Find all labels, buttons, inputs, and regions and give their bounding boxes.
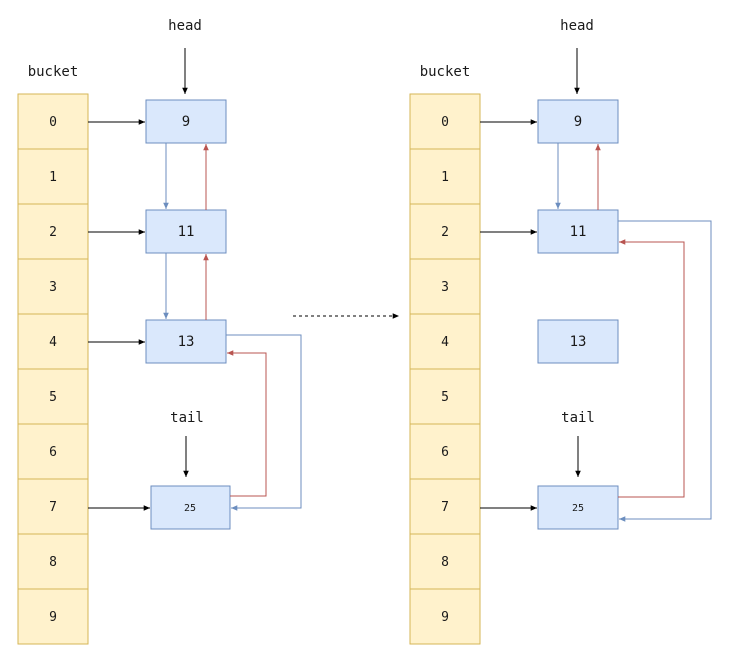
bucket-cell [409, 423, 481, 480]
bucket-cell [409, 533, 481, 590]
bucket-cell [409, 93, 481, 150]
bucket-index: 2 [49, 225, 57, 240]
node-9-label: 9 [574, 114, 582, 130]
node-11 [145, 209, 227, 254]
bucket-cell [409, 478, 481, 535]
bucket-index: 9 [441, 610, 449, 625]
bucket-label: bucket [28, 64, 79, 80]
node-25 [150, 485, 231, 530]
node-25-label: 25 [572, 503, 584, 514]
bucket-index: 4 [441, 335, 449, 350]
bucket-index: 0 [441, 115, 449, 130]
node-25 [537, 485, 619, 530]
bucket-cell [17, 423, 89, 480]
bucket-index: 0 [49, 115, 57, 130]
prev-arrow [618, 239, 685, 498]
bucket-index: 7 [441, 500, 449, 515]
bucket-index: 5 [49, 390, 57, 405]
node-13 [537, 319, 619, 364]
bucket-cell [409, 368, 481, 425]
node-11-label: 11 [570, 224, 587, 240]
bucket-cell [17, 148, 89, 205]
tail-label: tail [561, 410, 595, 426]
bucket-index: 4 [49, 335, 57, 350]
node-11-label: 11 [178, 224, 195, 240]
head-label: head [168, 18, 202, 34]
bucket-cell [409, 313, 481, 370]
next-arrow [226, 334, 302, 511]
node-25-label: 25 [184, 503, 196, 514]
node-9-label: 9 [182, 114, 190, 130]
tail-label: tail [170, 410, 204, 426]
bucket-index: 3 [49, 280, 57, 295]
node-13-label: 13 [178, 334, 195, 350]
bucket-index: 1 [49, 170, 57, 185]
bucket-cell [17, 368, 89, 425]
node-9 [537, 99, 619, 144]
bucket-cell [409, 148, 481, 205]
bucket-cell [17, 588, 89, 645]
node-13-label: 13 [570, 334, 587, 350]
bucket-index: 9 [49, 610, 57, 625]
left-panel: head bucket 0 1 2 3 4 5 6 7 8 9 9 [17, 18, 302, 645]
bucket-cell [17, 258, 89, 315]
right-panel: head bucket 0 1 2 3 4 5 6 7 8 9 9 [409, 18, 712, 645]
next-arrow [618, 220, 712, 522]
bucket-cell [17, 478, 89, 535]
bucket-index: 6 [49, 445, 57, 460]
prev-arrow [227, 350, 267, 497]
bucket-column: 0 1 2 3 4 5 6 7 8 9 [409, 93, 481, 645]
bucket-index: 3 [441, 280, 449, 295]
bucket-cell [409, 588, 481, 645]
node-13 [145, 319, 227, 364]
bucket-index: 7 [49, 500, 57, 515]
bucket-label: bucket [420, 64, 471, 80]
bucket-column: 0 1 2 3 4 5 6 7 8 9 [17, 93, 89, 645]
bucket-index: 2 [441, 225, 449, 240]
node-11 [537, 209, 619, 254]
head-label: head [560, 18, 594, 34]
bucket-cell [409, 203, 481, 260]
bucket-index: 8 [441, 555, 449, 570]
bucket-index: 8 [49, 555, 57, 570]
bucket-index: 1 [441, 170, 449, 185]
bucket-cell [409, 258, 481, 315]
bucket-index: 5 [441, 390, 449, 405]
node-9 [145, 99, 227, 144]
bucket-index: 6 [441, 445, 449, 460]
bucket-cell [17, 533, 89, 590]
